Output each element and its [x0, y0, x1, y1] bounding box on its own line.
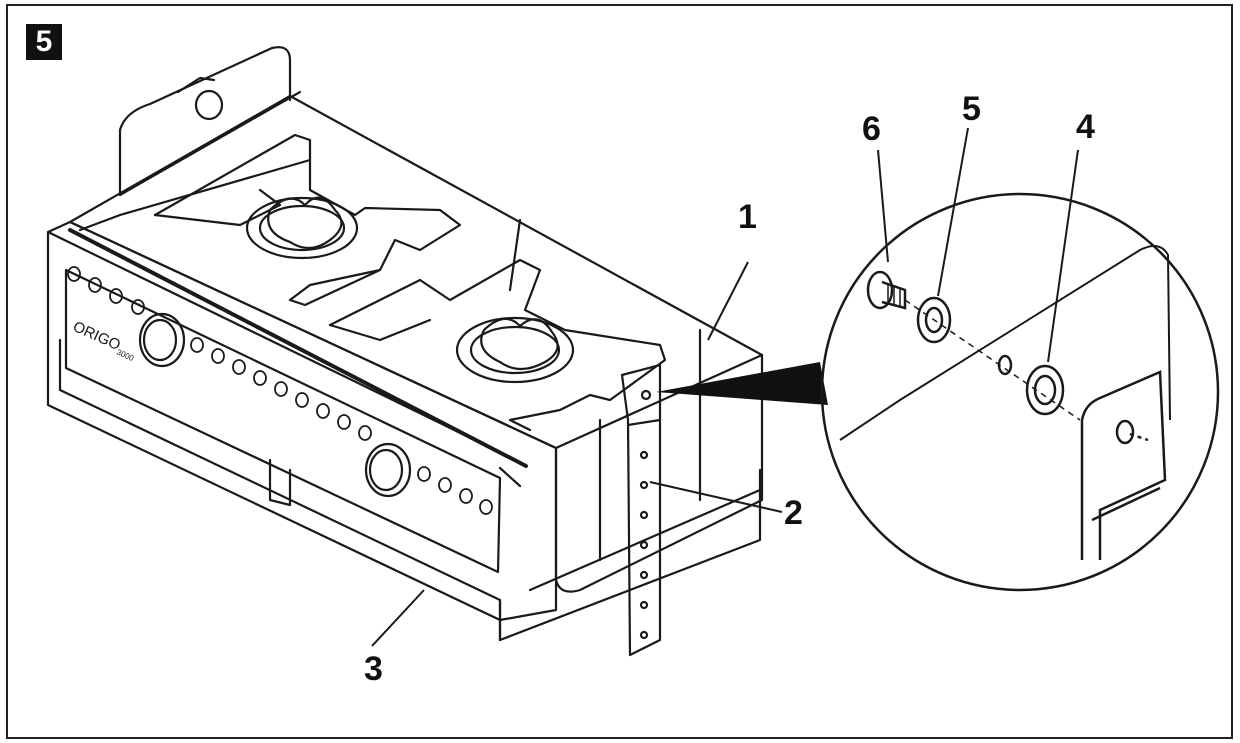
callout-5: 5	[962, 90, 981, 128]
stove-top	[68, 94, 764, 450]
callout-1: 1	[738, 198, 757, 236]
washer-4	[1025, 364, 1065, 416]
back-splash-hole	[194, 89, 224, 121]
washer-5	[916, 296, 952, 344]
knob-left	[138, 312, 186, 368]
mounting-bracket	[620, 363, 662, 657]
burner-front	[455, 316, 575, 384]
callout-2: 2	[784, 494, 803, 532]
screw-6	[866, 270, 894, 310]
pot-support-front	[328, 258, 667, 432]
leader-lines	[371, 127, 1079, 647]
stove-base	[58, 338, 762, 642]
callout-6: 6	[862, 110, 881, 148]
control-panel	[46, 220, 558, 622]
figure-number-badge: 5	[26, 24, 62, 60]
callout-4: 4	[1076, 108, 1095, 146]
pot-support-rear	[153, 133, 462, 307]
knob-right	[364, 442, 412, 498]
burner-rear	[245, 196, 359, 260]
brand-label: ORIGO	[70, 318, 123, 354]
detail-pointer	[656, 362, 828, 405]
vent-holes	[67, 266, 493, 515]
model-label: 3000	[115, 348, 135, 364]
figure-frame	[6, 4, 1233, 739]
burner-cap-rear	[267, 196, 343, 250]
detail-view	[820, 192, 1220, 592]
burner-cap-front	[480, 317, 559, 371]
callout-3: 3	[364, 650, 383, 688]
side-panel	[554, 353, 764, 593]
back-splash	[118, 46, 292, 197]
